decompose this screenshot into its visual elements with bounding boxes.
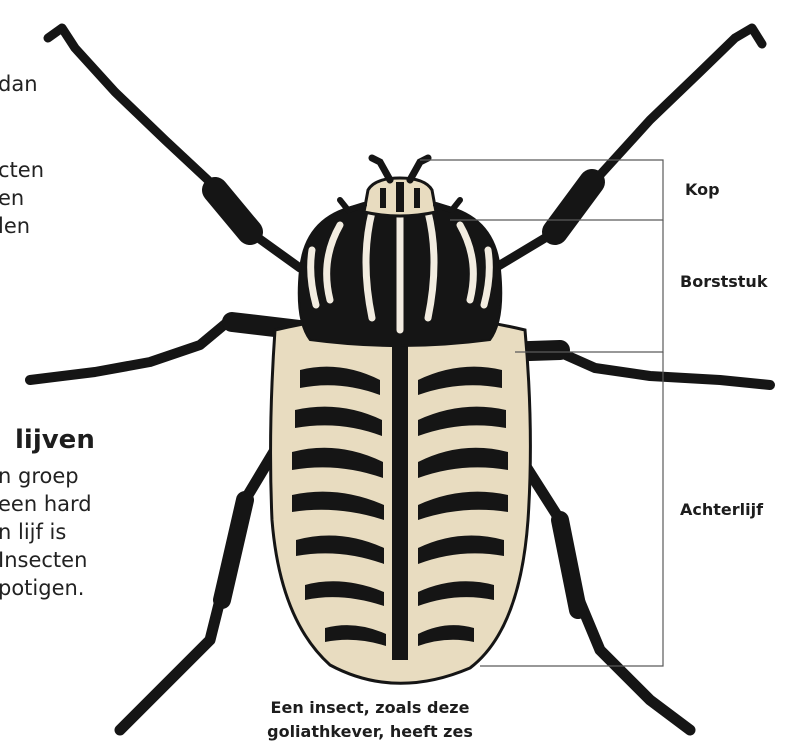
label-head: Kop bbox=[685, 180, 720, 199]
caption-line-2: goliathkever, heeft zes bbox=[230, 722, 510, 741]
label-thorax: Borststuk bbox=[680, 272, 767, 291]
label-abdomen: Achterlijf bbox=[680, 500, 763, 519]
caption-line-1: Een insect, zoals deze bbox=[230, 698, 510, 717]
